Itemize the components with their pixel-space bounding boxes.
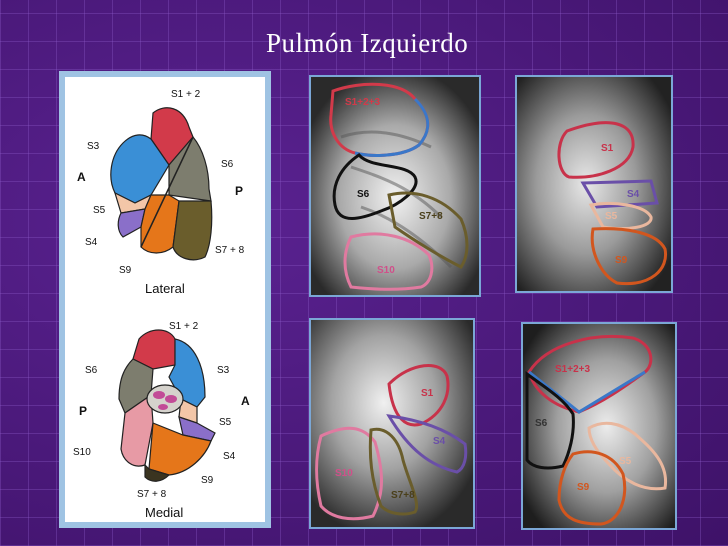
lateral-label-s6: S6 <box>221 159 234 170</box>
lateral-view: S1 + 2 S3 S6 A P S5 S4 S7 + 8 S9 Lateral <box>77 89 245 296</box>
xray-4-label-s5: S5 <box>619 456 632 467</box>
lateral-label-s5: S5 <box>93 205 106 216</box>
xray-3: S1 S4 S10 S7+8 <box>309 318 475 529</box>
medial-label-a: A <box>241 394 250 408</box>
xray-2-label-s4: S4 <box>627 189 640 200</box>
lateral-label-s12: S1 + 2 <box>171 89 201 100</box>
xray-4: S1+2+3 S6 S5 S9 <box>521 322 677 530</box>
lateral-label-s78: S7 + 8 <box>215 245 245 256</box>
medial-label-s12: S1 + 2 <box>169 321 199 332</box>
xray-4-label-s6: S6 <box>535 418 548 429</box>
lung-segment-diagram-svg: S1 + 2 S3 S6 A P S5 S4 S7 + 8 S9 Lateral <box>73 89 250 520</box>
medial-label-s9: S9 <box>201 475 214 486</box>
lateral-label-s3: S3 <box>87 141 100 152</box>
lateral-label-p: P <box>235 184 243 198</box>
medial-view: S1 + 2 S6 S3 P A S5 S10 S4 S9 S7 + 8 Med… <box>73 321 250 520</box>
lateral-label-s9: S9 <box>119 265 132 276</box>
xray-1: S1+2+3 S6 S7+8 S10 <box>309 75 481 297</box>
lung-segment-diagram-panel: S1 + 2 S3 S6 A P S5 S4 S7 + 8 S9 Lateral <box>59 71 271 528</box>
xray-1-label-s78: S7+8 <box>419 211 443 222</box>
medial-caption: Medial <box>145 505 183 520</box>
xray-2-label-s9: S9 <box>615 255 628 266</box>
xray-4-label-s9: S9 <box>577 482 590 493</box>
xray-3-label-s1: S1 <box>421 388 434 399</box>
xray-3-label-s4: S4 <box>433 436 446 447</box>
xray-1-label-s10: S10 <box>377 265 395 276</box>
medial-label-s4: S4 <box>223 451 236 462</box>
medial-label-s78: S7 + 8 <box>137 489 167 500</box>
lateral-caption: Lateral <box>145 281 185 296</box>
xray-1-label-s6: S6 <box>357 189 370 200</box>
lateral-label-s4: S4 <box>85 237 98 248</box>
slide-title: Pulmón Izquierdo <box>266 28 469 58</box>
medial-label-s5: S5 <box>219 417 232 428</box>
xray-4-label-s123: S1+2+3 <box>555 364 590 375</box>
lung-segment-diagram: S1 + 2 S3 S6 A P S5 S4 S7 + 8 S9 Lateral <box>65 77 265 522</box>
xray-2-label-s5: S5 <box>605 211 618 222</box>
xray-3-label-s78: S7+8 <box>391 490 415 501</box>
lateral-label-a: A <box>77 170 86 184</box>
medial-label-p: P <box>79 404 87 418</box>
medial-label-s10: S10 <box>73 447 91 458</box>
medial-label-s6: S6 <box>85 365 98 376</box>
xray-2: S1 S4 S5 S9 <box>515 75 673 293</box>
xray-3-label-s10: S10 <box>335 468 353 479</box>
xray-1-label-s123: S1+2+3 <box>345 97 380 108</box>
medial-label-s3: S3 <box>217 365 230 376</box>
xray-2-label-s1: S1 <box>601 143 614 154</box>
